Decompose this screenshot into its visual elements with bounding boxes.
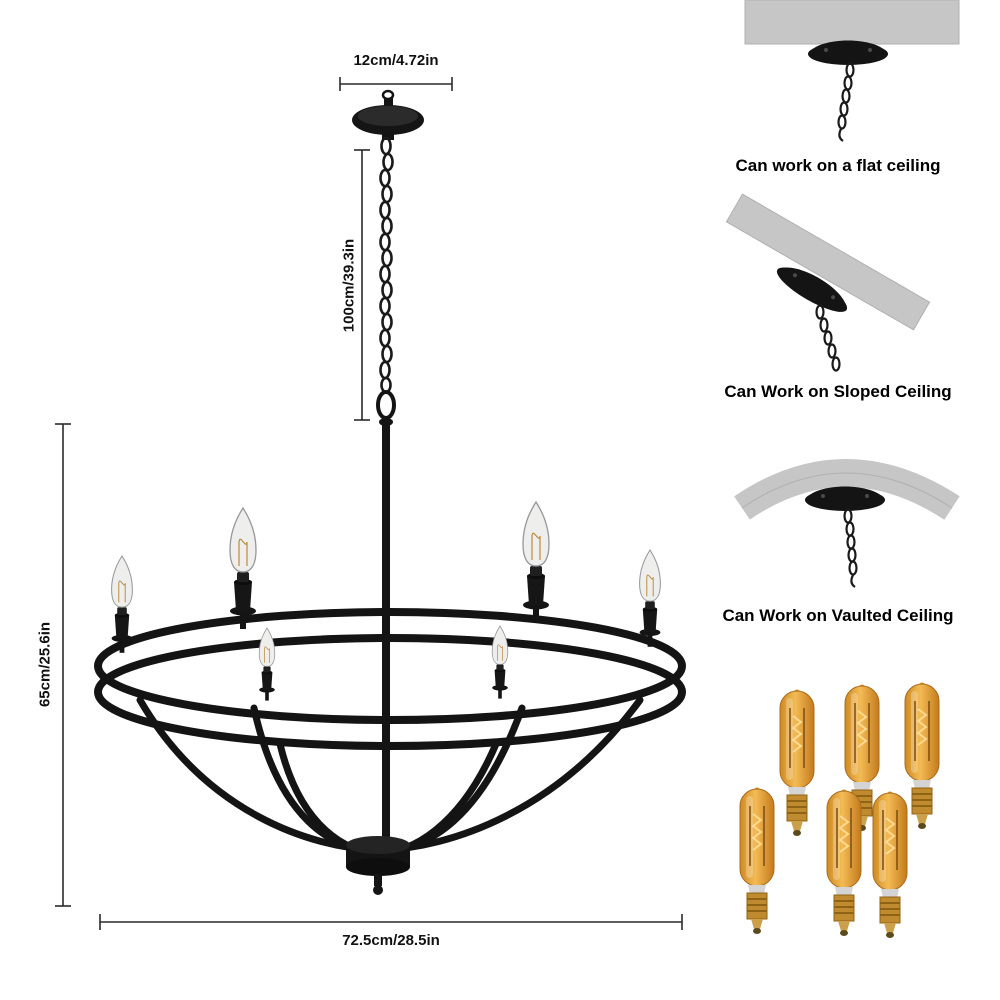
flat-ceiling-icon — [744, 0, 960, 142]
edison-bulb-icon — [826, 788, 862, 937]
ceiling-canopy — [352, 89, 424, 140]
hanging-rod — [379, 418, 393, 848]
bottom-hub — [346, 836, 410, 895]
edison-bulb-icon — [779, 688, 815, 837]
sloped-ceiling-icon — [725, 193, 931, 372]
fixture-height-label: 65cm/25.6in — [36, 621, 54, 708]
dimension-lines — [55, 77, 683, 930]
fixture-width-label: 72.5cm/28.5in — [342, 932, 440, 949]
chain-length-label: 100cm/39.3in — [340, 238, 358, 333]
candle-light — [522, 501, 550, 624]
sloped-ceiling-caption: Can Work on Sloped Ceiling — [724, 382, 952, 401]
dimension-fixture-height — [55, 423, 71, 907]
edison-bulb-icon — [739, 786, 775, 935]
candle-light — [111, 555, 133, 654]
candle-light — [229, 507, 257, 630]
dimension-fixture-width — [99, 914, 683, 930]
hanging-chain — [379, 136, 394, 394]
candle-light — [258, 627, 276, 701]
chain-loop — [376, 390, 396, 420]
vaulted-ceiling-caption: Can Work on Vaulted Ceiling — [722, 606, 954, 625]
edison-bulbs — [739, 681, 940, 939]
wheel-ring — [94, 608, 686, 750]
flat-ceiling-caption: Can work on a flat ceiling — [735, 156, 941, 175]
canopy-width-label: 12cm/4.72in — [353, 52, 439, 69]
dimension-canopy-width — [339, 77, 453, 91]
candle-light — [491, 625, 509, 699]
edison-bulb-icon — [904, 681, 940, 830]
vaulted-ceiling-icon — [734, 459, 960, 588]
edison-bulb-icon — [872, 790, 908, 939]
dimension-chain-length — [354, 149, 370, 421]
chandelier — [94, 89, 686, 895]
candle-light — [639, 549, 661, 648]
